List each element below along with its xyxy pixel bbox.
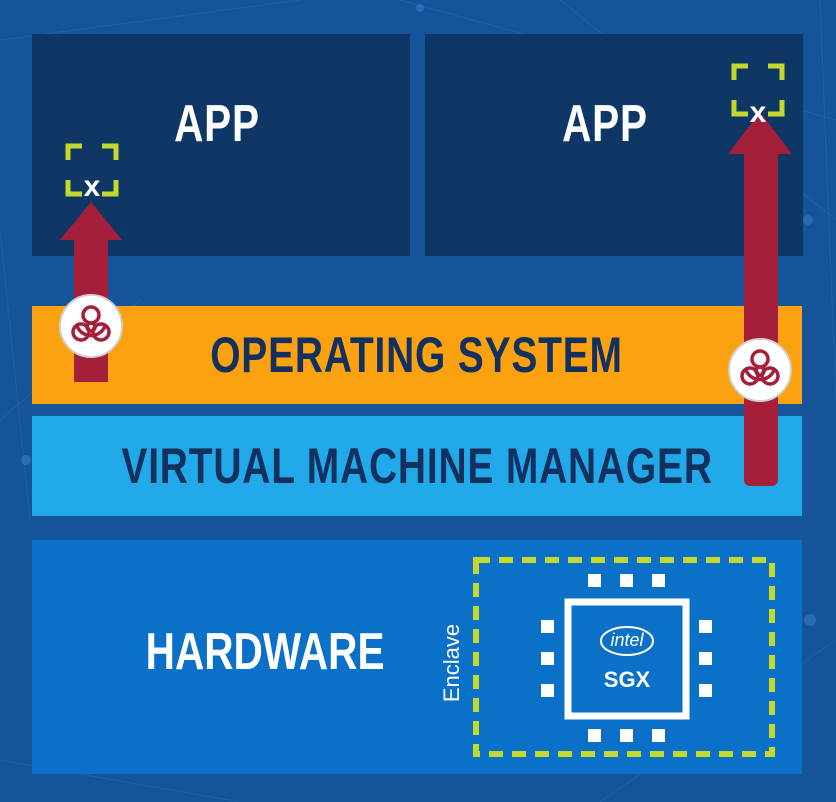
attack-arrow-right: [728, 112, 792, 486]
virtual-machine-manager-label: VIRTUAL MACHINE MANAGER: [121, 438, 713, 494]
chip-icon: [541, 574, 712, 742]
blocked-mark-left: x: [83, 170, 101, 203]
chip-brand-label: intel: [610, 630, 644, 650]
enclave-border: [473, 557, 775, 757]
app-label-left: APP: [174, 95, 260, 153]
operating-system-label: OPERATING SYSTEM: [210, 327, 624, 383]
target-bracket-right: [731, 63, 785, 117]
chip-name-label: SGX: [603, 667, 651, 692]
hardware-layer: [32, 540, 802, 774]
virtual-machine-manager-layer: VIRTUAL MACHINE MANAGER: [32, 416, 802, 516]
operating-system-layer: OPERATING SYSTEM: [32, 306, 802, 404]
app-label-right: APP: [562, 95, 648, 153]
biohazard-badge-right: [728, 338, 792, 402]
target-bracket-left: [65, 143, 119, 197]
hardware-label: HARDWARE: [145, 623, 385, 681]
biohazard-badge-left: [59, 294, 123, 358]
blocked-mark-right: x: [749, 96, 767, 129]
